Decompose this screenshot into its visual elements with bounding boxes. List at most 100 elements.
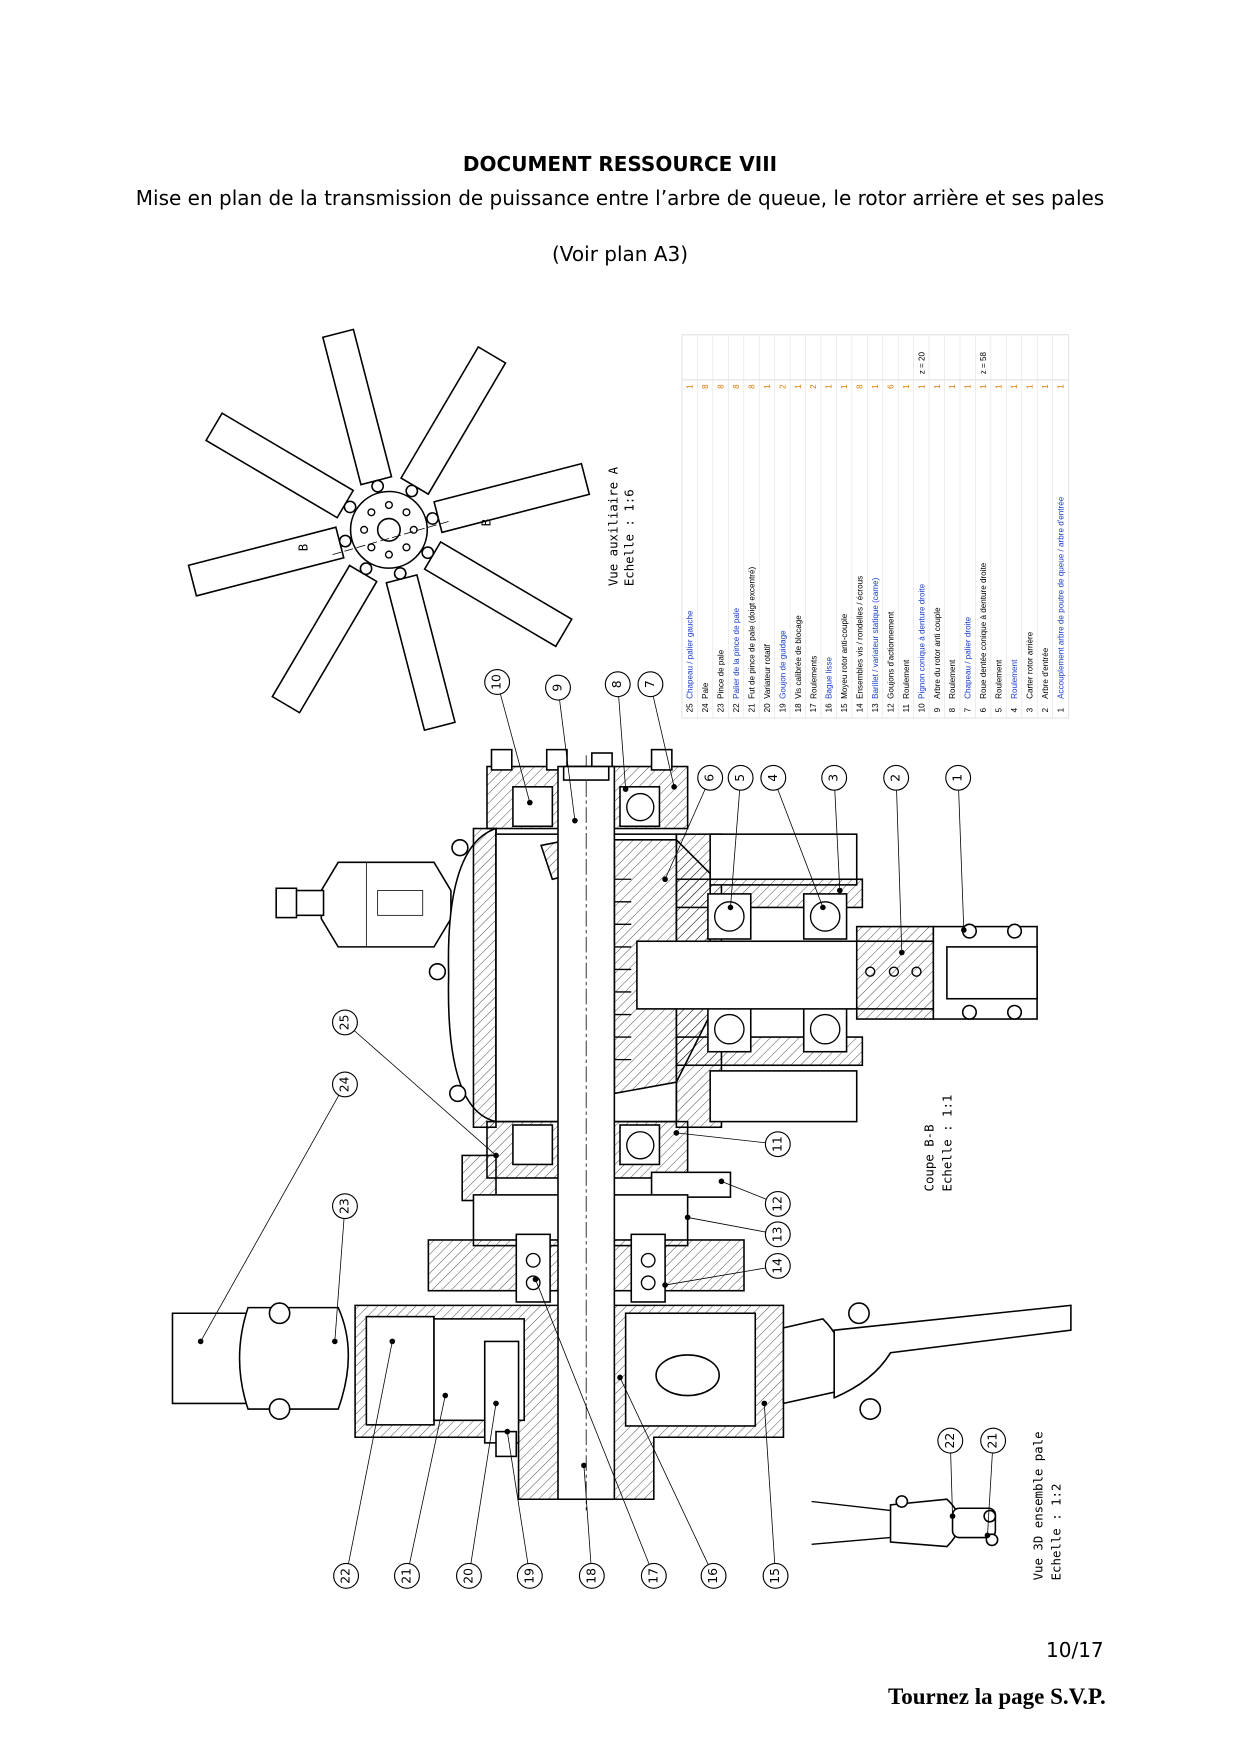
balloon-number: 10 (489, 674, 504, 690)
balloon-circle (331, 1009, 358, 1036)
blade-clamp (343, 500, 357, 514)
part-number: 1 (1056, 707, 1065, 712)
part-quantity: 1 (794, 384, 803, 389)
part-quantity: 8 (701, 384, 710, 389)
part-balloon: 15 (761, 1400, 789, 1589)
part-quantity: 1 (979, 384, 988, 389)
part-name: Roulements (809, 656, 818, 699)
blade (321, 328, 393, 486)
leader-line (506, 1431, 529, 1564)
part-name: Chapeau / palier gauche (686, 610, 695, 699)
part-name: Variateur rotatif (763, 643, 772, 699)
leader-line (721, 1180, 767, 1200)
part-name: Pignon conique à denture droite (917, 583, 926, 698)
leader-dot (949, 1513, 956, 1519)
blade (385, 574, 456, 732)
leader-line (348, 1341, 393, 1564)
part-name: Roulement (902, 659, 911, 699)
leader-line (834, 790, 841, 891)
part-balloon: 2 (883, 764, 910, 956)
part-balloon: 23 (331, 1193, 358, 1345)
balloon-circle (331, 1193, 358, 1220)
leader-line (676, 1132, 766, 1144)
part-number: 8 (948, 707, 957, 712)
leader-dot (532, 1276, 539, 1283)
part-quantity: 1 (1025, 384, 1034, 389)
leader-dot (572, 817, 578, 824)
leader-dot (727, 904, 734, 911)
part-number: 12 (886, 703, 895, 713)
balloon-circle (393, 1562, 420, 1589)
balloon-number: 17 (645, 1568, 660, 1584)
leader-dot (898, 949, 905, 956)
leader-line (687, 1217, 766, 1233)
leader-dot (197, 1338, 204, 1345)
balloon-number: 24 (336, 1076, 351, 1092)
hub-bolt (409, 525, 418, 534)
svg-text:Vue 3D ensemble pale: Vue 3D ensemble pale (1031, 1431, 1046, 1580)
balloon-circle (484, 669, 511, 695)
leader-line (334, 1218, 345, 1342)
balloon-number: 15 (767, 1568, 782, 1584)
leader-dot (527, 799, 533, 806)
part-name: Bague lisse (825, 656, 834, 698)
part-quantity: 2 (809, 384, 818, 389)
blade-clamp (405, 484, 419, 498)
part-number: 7 (964, 707, 973, 712)
blade-clamp (393, 567, 407, 580)
blade (423, 540, 573, 648)
balloon-circle (545, 674, 571, 701)
part-number: 21 (747, 703, 756, 713)
part-note: z = 58 (979, 351, 988, 374)
balloon-number: 25 (336, 1015, 351, 1031)
part-number: 14 (856, 703, 865, 713)
part-name: Arbre d'entrée (1041, 647, 1050, 699)
leader-dot (673, 1130, 680, 1136)
leader-line (664, 788, 706, 880)
svg-text:Echelle : 1:1: Echelle : 1:1 (939, 1095, 954, 1192)
leader-dot (662, 1282, 668, 1288)
leader-line (583, 1465, 592, 1564)
leader-dot (581, 1462, 587, 1469)
leader-dot (504, 1428, 511, 1435)
balloon-circle (516, 1562, 543, 1589)
blade-clamp (338, 534, 352, 548)
balloon-number: 12 (769, 1196, 784, 1212)
part-name: Pince de pale (717, 649, 726, 699)
blade (399, 345, 507, 496)
leader-dot (331, 1338, 338, 1345)
balloon-number: 6 (702, 774, 717, 782)
balloon-number: 1 (950, 774, 965, 782)
leader-line (777, 789, 824, 908)
part-balloon: 22 (937, 1427, 964, 1519)
balloon-number: 23 (336, 1198, 351, 1214)
blade-clamp (371, 479, 385, 493)
part-number: 19 (778, 703, 787, 713)
leader-dot (389, 1338, 396, 1345)
part-quantity: 1 (686, 384, 695, 389)
part-name: Roulement (1010, 659, 1019, 699)
svg-text:Echelle : 1:2: Echelle : 1:2 (1049, 1484, 1064, 1581)
part-quantity: 1 (1041, 384, 1050, 389)
part-balloon: 6 (662, 764, 724, 883)
leader-dot (836, 887, 843, 894)
balloon-circle (637, 671, 664, 698)
part-balloon: 13 (684, 1214, 791, 1248)
balloon-number: 18 (583, 1568, 598, 1584)
section-view-label: Coupe B-B Echelle : 1:1 (921, 1095, 954, 1192)
part-name: Barillet / variateur statique (came) (871, 577, 880, 699)
page-number: 10/17 (1046, 1638, 1104, 1662)
hub-bolt (360, 525, 369, 534)
leader-line (665, 1267, 766, 1286)
svg-text:Vue auxiliaire A: Vue auxiliaire A (606, 466, 621, 586)
balloon-circle (700, 1562, 727, 1589)
